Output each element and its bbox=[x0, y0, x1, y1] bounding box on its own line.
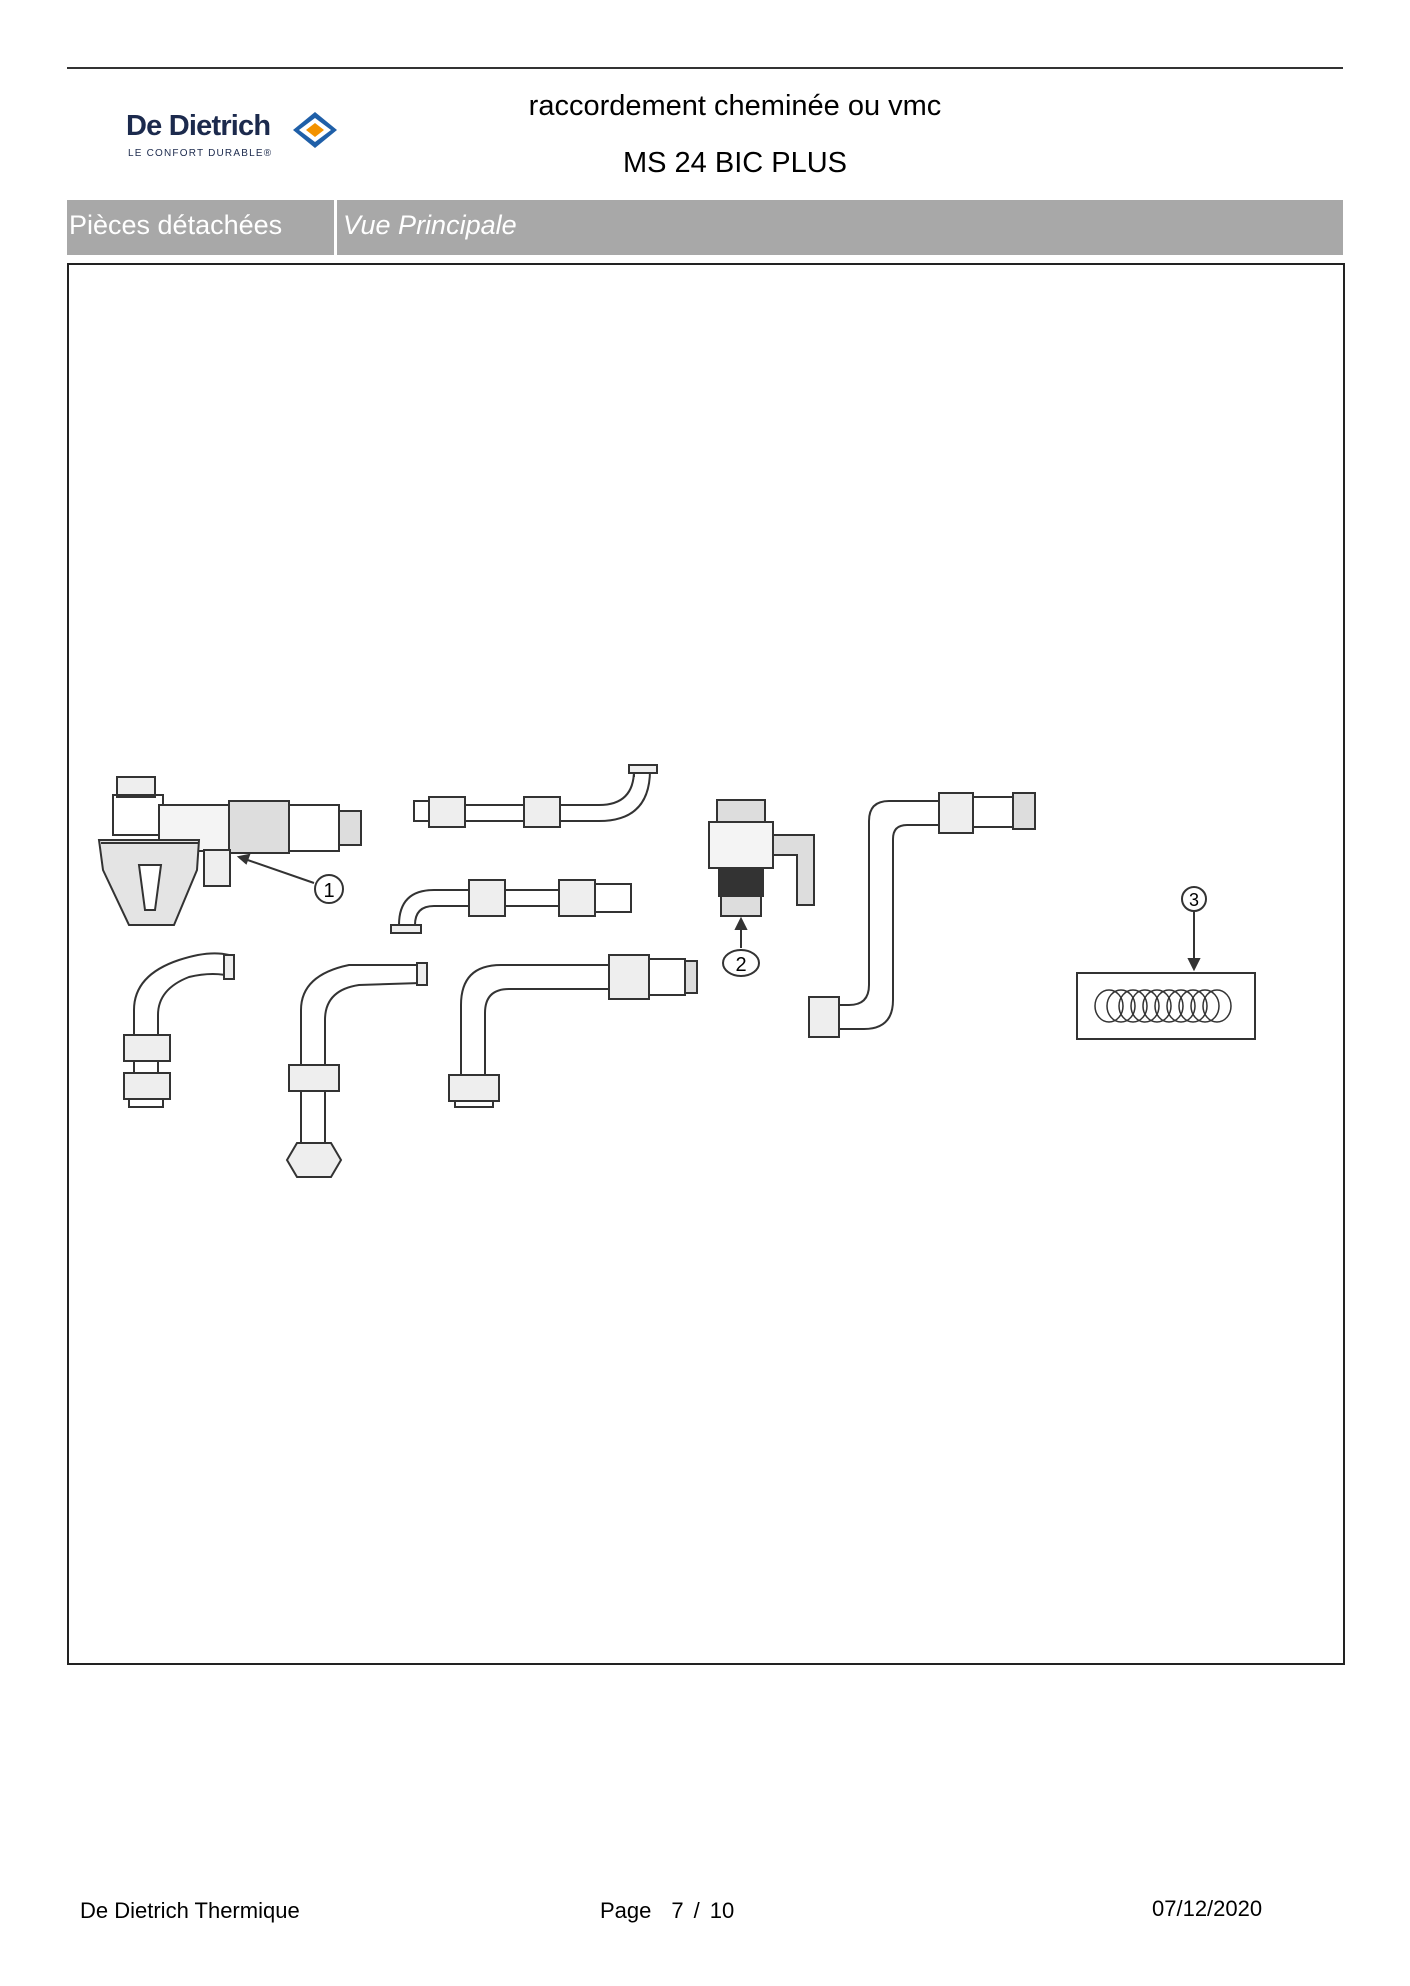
elbow-pipe-bottom bbox=[448, 954, 698, 1108]
section-view-name: Vue Principale bbox=[343, 210, 517, 240]
page-separator: / bbox=[693, 1898, 700, 1923]
callout-1: 1 bbox=[323, 880, 334, 902]
header-rule bbox=[67, 67, 1343, 69]
straight-pipe-top bbox=[413, 764, 658, 828]
exploded-view-frame: 1 bbox=[67, 263, 1345, 1665]
footer-date: 07/12/2020 bbox=[1152, 1896, 1263, 1921]
callout-3: 3 bbox=[1189, 890, 1199, 910]
logo-name: De Dietrich bbox=[126, 110, 271, 142]
document-title: raccordement cheminée ou vmc bbox=[528, 90, 942, 122]
page-label: Page bbox=[600, 1898, 652, 1923]
washer-set-part bbox=[1076, 972, 1256, 1040]
curved-pipe-center bbox=[285, 962, 428, 1178]
tall-s-pipe bbox=[808, 792, 1036, 1038]
logo-diamond-icon bbox=[293, 112, 337, 148]
parts-drawing: 1 bbox=[97, 764, 1256, 1178]
section-label: Pièces détachées bbox=[69, 210, 283, 240]
valve-funnel-part bbox=[97, 776, 362, 926]
section-divider bbox=[334, 200, 337, 255]
callout-2: 2 bbox=[735, 954, 746, 976]
footer-company: De Dietrich Thermique bbox=[80, 1898, 300, 1923]
page-total: 10 bbox=[709, 1898, 735, 1923]
footer-page-number: Page 7 / 10 bbox=[600, 1898, 734, 1924]
ball-valve-part bbox=[708, 799, 815, 917]
elbow-pipe-middle bbox=[390, 879, 632, 934]
page-current: 7 bbox=[671, 1898, 684, 1923]
brand-logo: De Dietrich LE CONFORT DURABLE® bbox=[126, 106, 346, 166]
logo-tagline: LE CONFORT DURABLE® bbox=[128, 148, 273, 159]
curved-pipe-left bbox=[123, 952, 235, 1108]
document-subtitle: MS 24 BIC PLUS bbox=[622, 147, 848, 179]
section-header-bar: Pièces détachées Vue Principale bbox=[67, 200, 1343, 255]
